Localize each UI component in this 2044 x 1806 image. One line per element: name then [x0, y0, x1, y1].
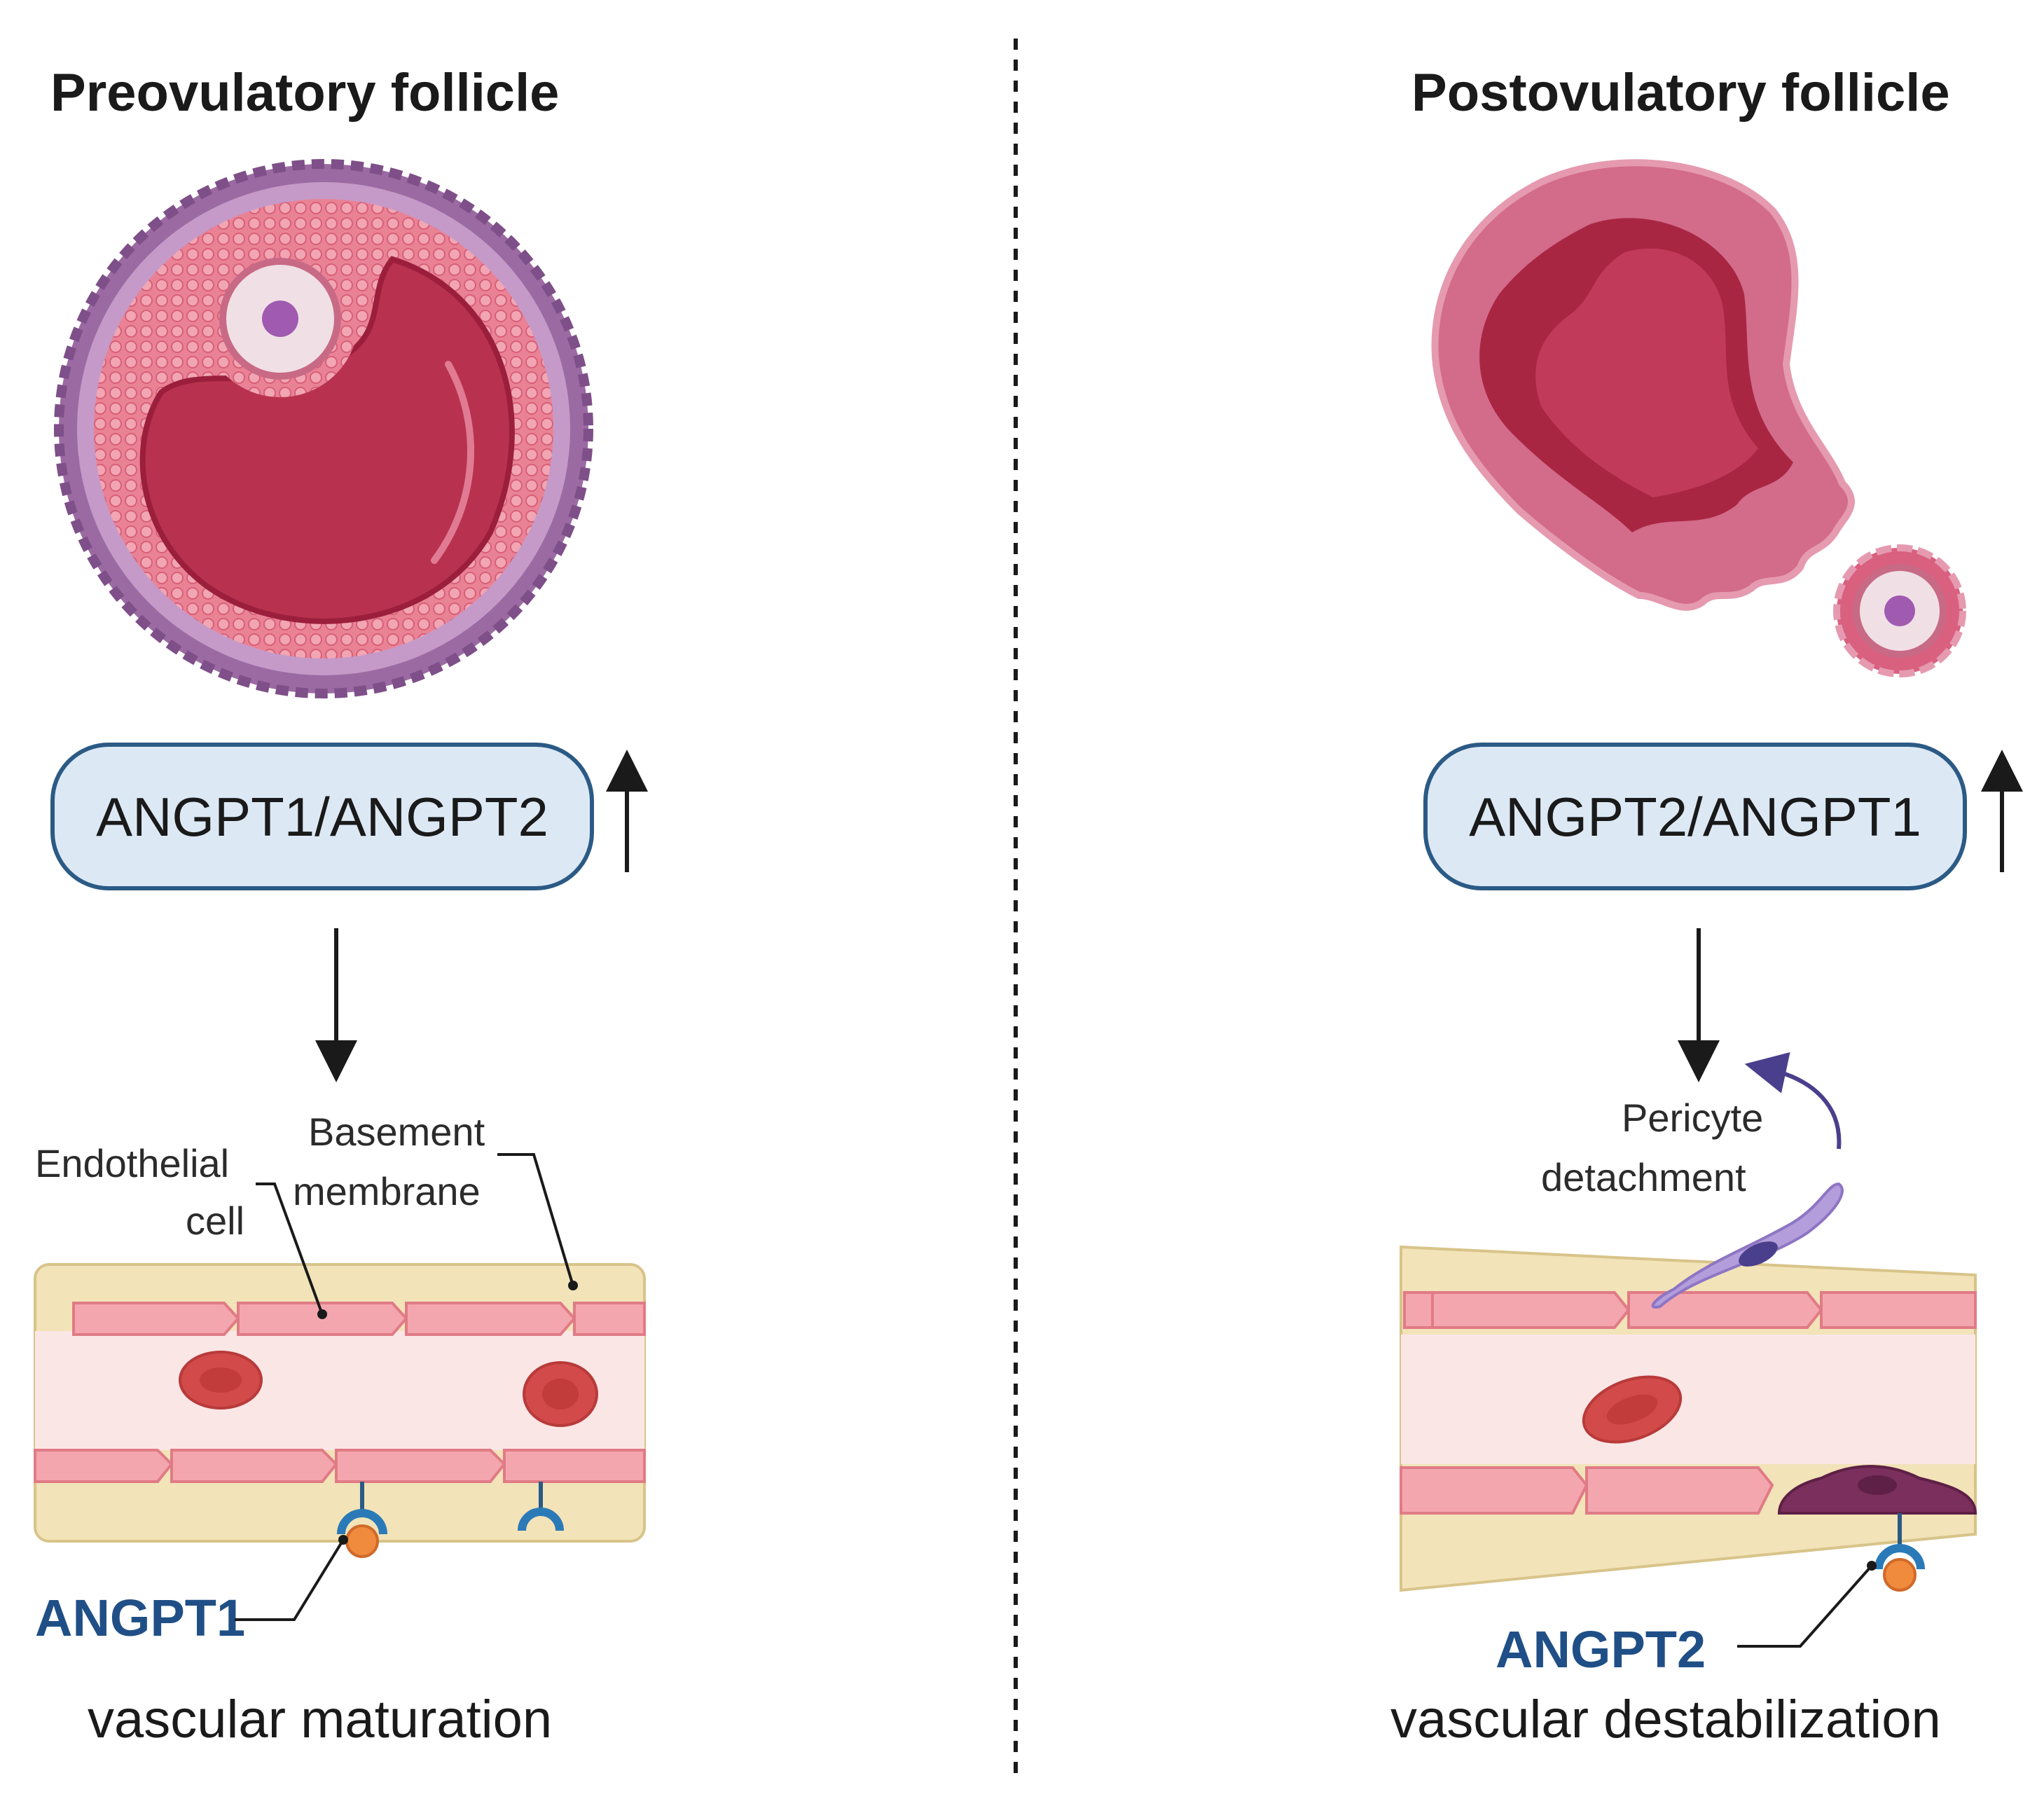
angpt1-ligand — [345, 1524, 379, 1558]
pericyte-label-line1: Pericyte — [1622, 1096, 1763, 1140]
endothelial-leader — [256, 1183, 324, 1315]
left-vessel-illustration — [34, 1263, 646, 1558]
oocyte-nucleus — [1884, 595, 1915, 626]
basement-leader — [497, 1153, 574, 1286]
endothelial-cells-top — [1403, 1291, 1977, 1329]
endothelial-cells-bottom — [1400, 1466, 1774, 1515]
basement-label-line2: membrane — [293, 1169, 481, 1213]
pericyte-label-line2: detachment — [1541, 1155, 1746, 1199]
basement-label-line1: Basement — [308, 1110, 485, 1154]
angpt2-label: ANGPT2 — [1496, 1620, 1706, 1679]
tie2-receptor — [1874, 1513, 1925, 1570]
right-outcome: vascular destabilization — [1390, 1690, 1941, 1749]
right-ratio-box — [1423, 743, 1967, 890]
pericyte-detachment-arrow — [1744, 1052, 1842, 1150]
preovulatory-follicle-illustration — [54, 159, 593, 698]
right-vessel-illustration — [1400, 1182, 1977, 1592]
endothelial-cells-bottom — [34, 1449, 646, 1483]
angpt1-leader — [235, 1538, 345, 1621]
left-outcome: vascular maturation — [88, 1690, 552, 1749]
vessel-lumen — [1401, 1335, 1975, 1464]
angpt2-leader — [1737, 1564, 1873, 1648]
angpt2-ligand — [1883, 1558, 1917, 1592]
left-ratio-label: ANGPT1/ANGPT2 — [96, 786, 548, 848]
endothelial-cells-top — [72, 1302, 646, 1336]
angpt1-label: ANGPT1 — [35, 1589, 245, 1647]
right-title: Postovulatory follicle — [1411, 63, 1950, 123]
left-ratio-box — [50, 743, 594, 890]
postovulatory-follicle-illustration — [1431, 159, 1966, 677]
tie2-receptor — [337, 1482, 387, 1535]
endothelial-label-line2: cell — [186, 1199, 244, 1243]
left-title: Preovulatory follicle — [50, 63, 559, 123]
right-ratio-label: ANGPT2/ANGPT1 — [1469, 786, 1921, 848]
oocyte-nucleus — [262, 301, 298, 337]
endothelial-label-line1: Endothelial — [35, 1141, 229, 1185]
tie2-receptor — [518, 1482, 564, 1531]
